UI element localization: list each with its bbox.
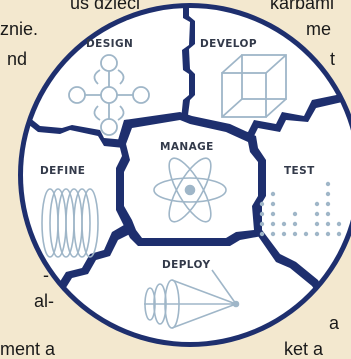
bg-text-left-lower-2: al- xyxy=(34,291,55,311)
deploy-rays-icon xyxy=(144,269,240,329)
bg-text-right-2: me xyxy=(306,19,332,39)
bg-text-top-right: karbami xyxy=(270,0,335,13)
segment-label-develop: DEVELOP xyxy=(200,38,257,50)
segment-deploy xyxy=(40,232,330,342)
segment-label-design: DESIGN xyxy=(86,38,133,50)
bg-text-left-2: znie. xyxy=(0,19,39,39)
manage-atom-icon xyxy=(153,157,227,223)
bg-text-left-3: nd xyxy=(7,49,28,69)
bg-text-right-3: t xyxy=(330,49,336,69)
design-network-icon xyxy=(68,54,150,136)
segment-label-test: TEST xyxy=(284,165,315,177)
bg-text-top-left: us dzieci xyxy=(70,0,141,13)
develop-cube-icon xyxy=(221,54,287,118)
segment-label-define: DEFINE xyxy=(40,165,85,177)
bg-text-bottom-right-1: a xyxy=(329,313,340,333)
test-dot-grid-icon xyxy=(259,181,342,237)
bg-text-left-lower-1: - xyxy=(43,265,49,285)
segment-manage xyxy=(124,120,258,238)
define-coil-icon xyxy=(41,188,99,258)
segment-label-deploy: DEPLOY xyxy=(162,259,210,271)
segment-label-manage: MANAGE xyxy=(160,141,214,153)
